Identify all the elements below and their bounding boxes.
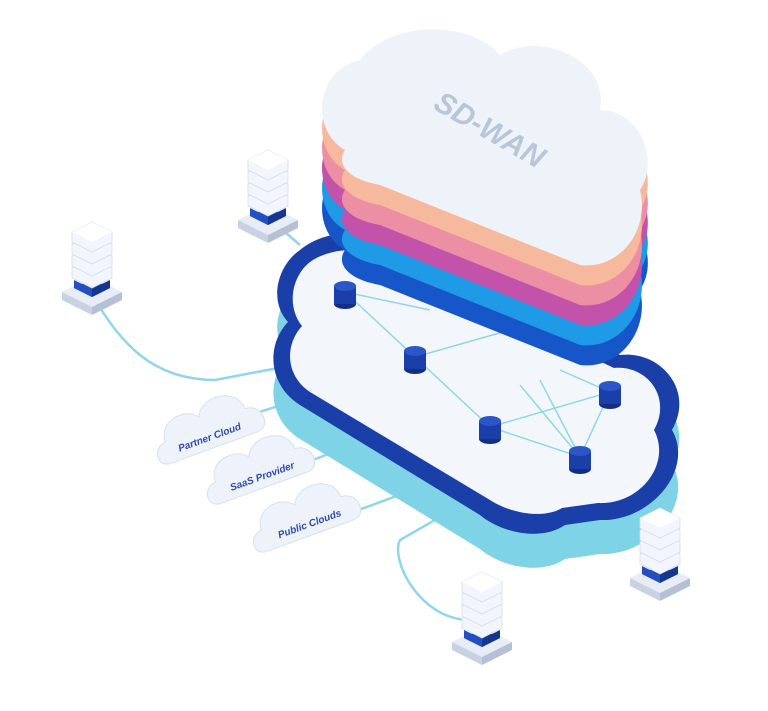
node-icon: [404, 346, 426, 374]
server-icon: [61, 221, 123, 316]
node-icon: [569, 446, 591, 474]
server-icon: [237, 149, 299, 244]
node-icon: [479, 416, 501, 444]
link-server-left: [93, 299, 321, 382]
node-icon: [599, 381, 621, 409]
node-icon: [334, 281, 356, 309]
mesh-links: [344, 291, 612, 458]
link-server-bottom: [396, 498, 471, 622]
sd-wan-cloud-stack: SD-WAN: [322, 29, 648, 366]
public-clouds-cloud: Public Clouds: [252, 483, 362, 553]
